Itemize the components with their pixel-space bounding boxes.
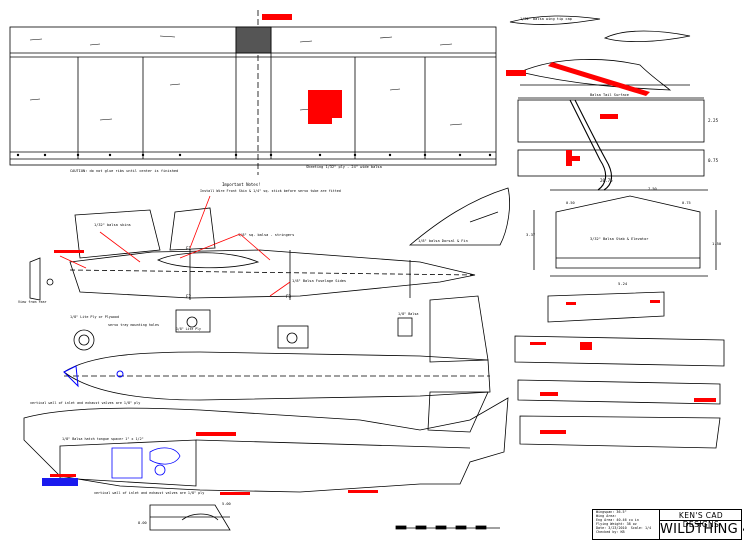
- former-plates: [73, 309, 413, 351]
- company-name: KEN'S CAD DESIGNS: [678, 511, 724, 529]
- fuselage-sides-note: 1/8" Balsa Fuselage Sides: [292, 279, 346, 283]
- exhaust-wall-note: vertical wall of inlet and exhaust valve…: [94, 491, 204, 495]
- sheeting-note: Sheeting 1/32" ply - 24" wide balsa: [306, 165, 382, 169]
- lower-redactions: [50, 432, 378, 495]
- important-notes-body: Install Wire Front Skin & 1/4" sq. stick…: [200, 189, 341, 193]
- nose-detail: [149, 504, 231, 531]
- hatch-fill: [42, 478, 78, 486]
- inlet-wall-note: vertical wall of inlet and exhaust valve…: [30, 401, 140, 405]
- inlet-outline: [63, 365, 124, 388]
- view-from-rear-note: View from rear: [18, 300, 47, 304]
- title-block-divider: [659, 509, 660, 540]
- hatch-spacer-note: 1/8" Balsa hatch tongue spacer 1" x 1/2": [62, 437, 144, 441]
- tip-redactions: [506, 62, 650, 96]
- fuselage-top-view: [63, 295, 491, 433]
- former-label-f2: F2: [186, 294, 192, 299]
- title-block-divider-h: [659, 520, 742, 521]
- stringer-note: 1/8" sq. balsa - stringers: [238, 233, 294, 237]
- fuselage-leader-lines: [59, 195, 291, 297]
- important-notes-heading: Important Notes!: [222, 182, 261, 187]
- fuselage-redactions: [54, 250, 84, 253]
- servo-tray-note: servo tray mounting holes: [108, 323, 159, 327]
- model-name: WILDTHING 40: [660, 522, 744, 537]
- profile-panels: [514, 291, 725, 449]
- tail-surface-note: Balsa Tail Surface: [590, 93, 629, 97]
- dim-tail-total: 20.75: [600, 178, 613, 183]
- ply-former-note: 1/8" Lite Ply or Plywood: [70, 315, 119, 319]
- dim-stab-left: 3.37: [526, 232, 535, 237]
- balsa-skins-note: 1/32" balsa skins: [94, 223, 131, 227]
- profile-redactions: [530, 300, 716, 434]
- tail-surface-template: [517, 97, 705, 191]
- title-block-meta: Wingspan: 36.5" Wing Area: Eng Area: 40-…: [596, 510, 652, 535]
- stab-elevator-plan: [533, 189, 717, 277]
- dim-stab-right: 1.50: [712, 241, 722, 246]
- wing-ribs: [16, 153, 492, 157]
- dim-stab-total: 5.24: [618, 281, 628, 286]
- tail-redactions: [566, 114, 618, 166]
- dim-height-1: 2.25: [708, 118, 719, 123]
- wing-plan-view: [9, 10, 497, 175]
- wing-redactions: [262, 14, 342, 124]
- lite-ply-note: 1/8" Lite Ply: [176, 327, 201, 331]
- stab-note: 3/32" Balsa Stab & Elevator: [590, 237, 649, 241]
- lower-fuselage-side: [23, 397, 509, 493]
- dim-small-1: 0.50: [566, 201, 575, 205]
- tip-cap-note: 1/32" balsa wing tip cap: [520, 17, 572, 21]
- fin-note: 1/8" balsa Dorsal & Fin: [418, 239, 468, 243]
- dorsal-fin: [408, 187, 510, 246]
- former-label-f1: F1: [186, 246, 192, 251]
- former-label-f3: F3: [286, 294, 292, 299]
- wing-caution-note: CAUTION: do not glue ribs until center i…: [70, 169, 178, 173]
- dim-base: 7.50: [648, 187, 657, 191]
- wing-tip-section: [509, 15, 691, 91]
- balsa-note: 1/8" Balsa: [398, 312, 418, 316]
- dim-height-2: 0.75: [708, 158, 719, 163]
- wing-grain-marks: [29, 35, 463, 126]
- dim-side-2: 5.00: [222, 502, 231, 506]
- scale-bar: [395, 525, 500, 530]
- fuselage-side-view: [29, 207, 476, 301]
- dim-small-2: 0.75: [682, 201, 691, 205]
- title-block: [592, 509, 742, 540]
- dim-side-1: 8.00: [138, 521, 147, 525]
